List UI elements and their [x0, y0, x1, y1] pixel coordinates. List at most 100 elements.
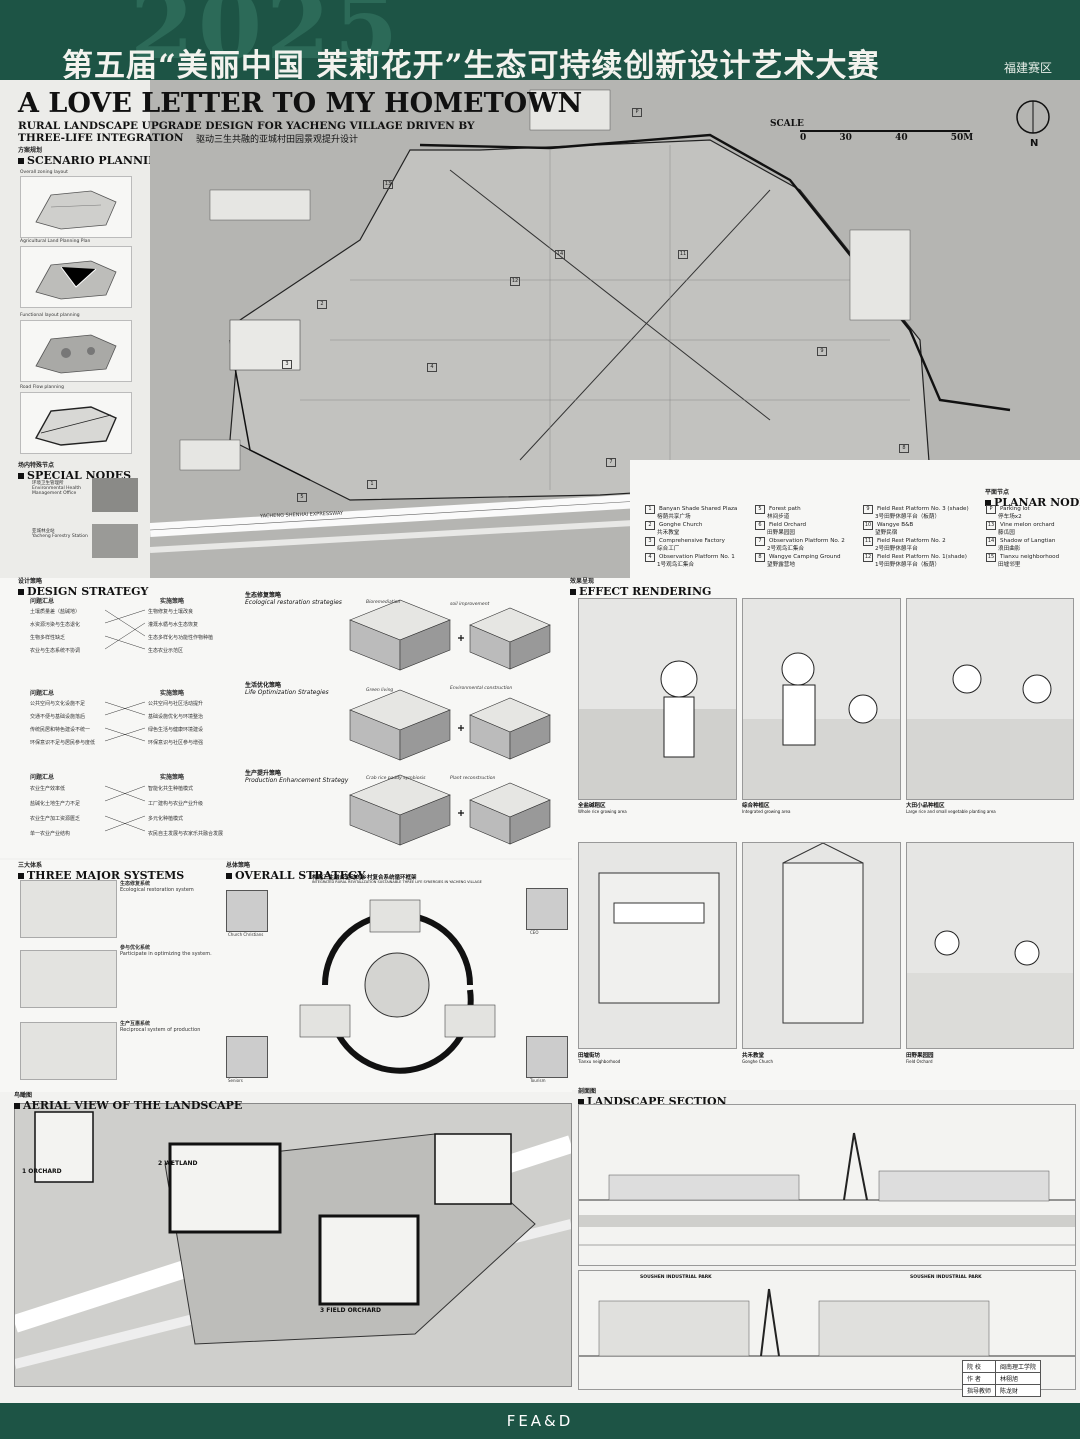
- ds-group-2-problems: 公共空间与文化设施不足交通不便与基础设施落后传统民居和特色建设不统一环保意识不足…: [30, 701, 96, 746]
- competition-title: 第五届“美丽中国 茉莉花开”生态可持续创新设计艺术大赛: [62, 48, 880, 84]
- overall-diagram-title: 构建三生融合驱动的乡村复合系统循环框架: [312, 875, 417, 881]
- ds-label-bioremediation: Bioremediation: [366, 600, 401, 605]
- ds-group-2-links: [105, 701, 145, 742]
- planar-nodes-heading: 平面节点 PLANAR NODES: [985, 489, 1080, 509]
- aerial-label-1: 1 ORCHARD: [22, 1168, 62, 1175]
- ds-label-env-construction: Environmental construction: [450, 686, 513, 691]
- project-subtitle: RURAL LANDSCAPE UPGRADE DESIGN FOR YACHE…: [18, 120, 475, 144]
- ds-group-3-strategies: 智能化共生种植模式工厂建构与农业产业升级多元化种植模式农民自主发展与农家乐共融合…: [148, 786, 224, 837]
- region-label: 福建赛区: [1004, 61, 1053, 75]
- render-panel-1: [578, 598, 737, 800]
- site-plan-map: YACHENG SHENHAI EXPRESSWAY: [150, 80, 1080, 578]
- node-marker-3: 3: [282, 350, 296, 369]
- scenario-item-3: Functional layout planning: [20, 313, 80, 318]
- section-label-2: SOUSHEN INDUSTRIAL PARK: [910, 1275, 982, 1280]
- system-map-1: [20, 880, 117, 938]
- ds-label-soil: soil improvement: [450, 602, 490, 607]
- footer-bar: [0, 1403, 1080, 1439]
- ds-label-plant-reconstruction: Plant reconstruction: [450, 776, 496, 781]
- project-subtitle-cn: 驱动三生共融的亚城村田园景观提升设计: [196, 135, 359, 145]
- competition-header: [0, 0, 1080, 80]
- node-marker-14: 14: [555, 250, 565, 259]
- ds-group-3-problems: 农业生产效率低盐碱化土地生产力不足农业生产加工资源匮乏单一农业产业结构: [30, 786, 81, 837]
- node-marker-9: 9: [817, 337, 831, 356]
- credits-table: 院 校闽南理工学院 作 者林栩旭 指导教师陈龙财: [961, 1360, 1042, 1397]
- overall-diagram-subtitle: INTEGRATED RURAL REVITALIZATION SUSTAINA…: [312, 880, 482, 884]
- ds-group-2-strategies: 公共空间与社区活动提升基础设施优化与环境整治绿色生活与健康环境建设环保意识与社区…: [148, 701, 204, 746]
- ds-group-3-links: [105, 785, 145, 832]
- ds-label-crab-rice: Crab rice paddy symbiosis: [366, 776, 426, 781]
- special-node-1-photo: [92, 478, 138, 512]
- aerial-view: [14, 1103, 572, 1387]
- ds-strategy-head-2: 实施策略: [160, 690, 185, 697]
- ds-isometric-diagrams: [349, 599, 551, 846]
- ds-problem-head-3: 问题汇总: [30, 774, 55, 781]
- overall-strategy-heading: 总体策略 OVERALL STRATEGY: [226, 862, 366, 882]
- aerial-label-2: 2 WETLAND: [158, 1160, 198, 1167]
- persona-tourism-label: Tourism: [530, 1078, 546, 1083]
- render-panel-4: [578, 842, 737, 1049]
- scenario-heading: 方案规划 SCENARIO PLANNING: [18, 147, 168, 167]
- persona-ceo-photo: [526, 888, 568, 930]
- node-marker-5: 5: [297, 483, 311, 502]
- site-plan-svg: [150, 80, 1080, 578]
- scenario-thumb-2: [20, 246, 132, 308]
- ds-problem-head-2: 问题汇总: [30, 690, 55, 697]
- scenario-thumb-4: [20, 392, 132, 454]
- ds-label-green-living: Green living: [366, 688, 394, 693]
- node-marker-11: 11: [678, 250, 688, 259]
- node-marker-2: 2: [317, 290, 331, 309]
- node-marker-p: P: [632, 98, 646, 117]
- scenario-item-4: Road Flow planning: [20, 385, 64, 390]
- scenario-item-1: Overall zoning layout: [20, 170, 68, 175]
- aerial-heading: 鸟瞰图 AERIAL VIEW OF THE LANDSCAPE: [14, 1092, 243, 1112]
- north-arrow-icon: [1013, 99, 1053, 139]
- scenario-item-2: Agricultural Land Planning Plan: [20, 239, 91, 244]
- effect-rendering-heading: 效果呈现 EFFECT RENDERING: [570, 578, 712, 598]
- north-label: N: [1030, 138, 1039, 149]
- node-marker-13: 13: [383, 180, 393, 189]
- node-marker-1: 1: [367, 470, 381, 489]
- render-panel-2: [742, 598, 901, 800]
- ds-group-1-strategies: 生物修复与土壤改良灌溉水循与水生态恢复生态多样化与功能性作物种植生态农业示范区: [148, 609, 214, 654]
- project-title: A LOVE LETTER TO MY HOMETOWN: [18, 88, 583, 119]
- system-map-3: [20, 1022, 117, 1080]
- footer-logo: FEA&D: [506, 1412, 574, 1430]
- node-marker-12: 12: [510, 277, 520, 286]
- scenario-thumb-3: [20, 320, 132, 382]
- ds-group-1-problems: 土壤质量差（盐碱地）水资源污染与生态退化生物多样性缺乏农业与生态系统不协调: [30, 609, 81, 654]
- node-marker-8: 8: [899, 434, 913, 453]
- design-strategy-heading: 设计策略 DESIGN STRATEGY: [18, 578, 149, 598]
- three-systems-heading: 三大体系 THREE MAJOR SYSTEMS: [18, 862, 185, 882]
- render-panel-6: [906, 842, 1074, 1049]
- ds-problem-head-1: 问题汇总: [30, 598, 55, 605]
- section-label-1: SOUSHEN INDUSTRIAL PARK: [640, 1275, 712, 1280]
- persona-church-label: Church Christians: [228, 932, 264, 937]
- ds-group-1-links: [105, 609, 145, 650]
- render-panel-3: [906, 598, 1074, 800]
- node-marker-7: 7: [606, 448, 620, 467]
- section-1: [578, 1104, 1076, 1266]
- scale-bar: SCALE 0 30 40 50M: [770, 119, 974, 143]
- scenario-thumb-1: [20, 176, 132, 238]
- persona-ceo-label: CEO: [530, 930, 539, 935]
- persona-tourism-photo: [526, 1036, 568, 1078]
- persona-church-photo: [226, 890, 268, 932]
- year-watermark: 2025: [130, 0, 403, 80]
